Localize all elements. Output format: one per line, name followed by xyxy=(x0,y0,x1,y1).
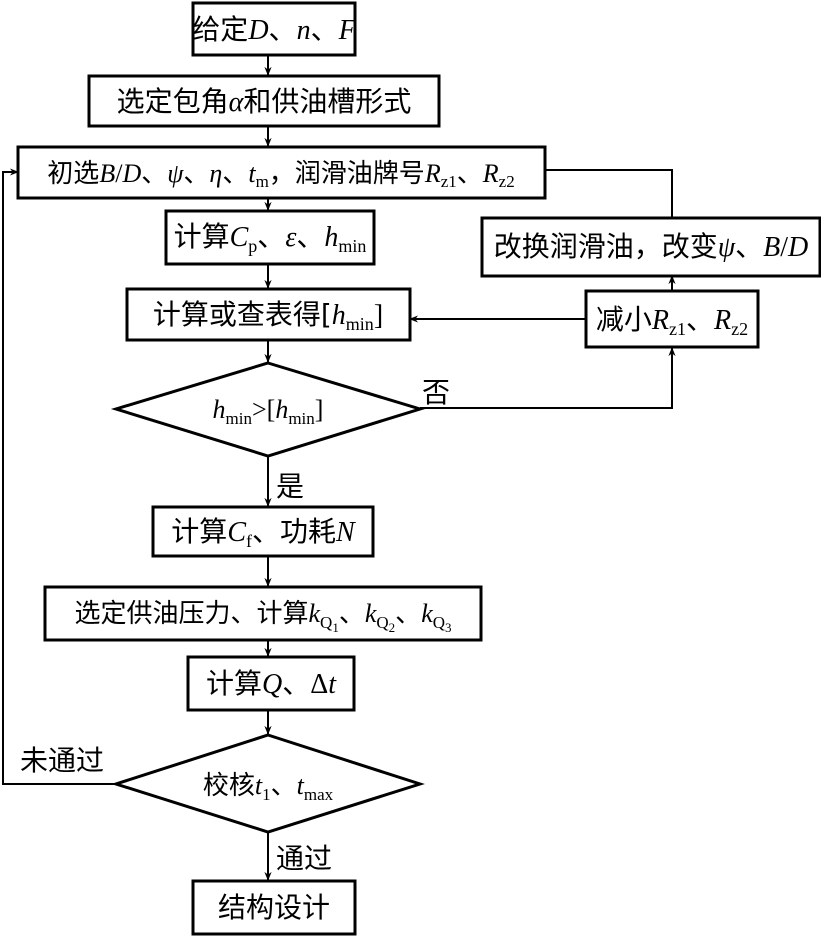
text-lookup: 计算或查表得[hmin] xyxy=(153,298,383,334)
box-calc-q xyxy=(186,655,356,712)
connectors xyxy=(2,55,676,881)
arrow-no-to-reduce xyxy=(420,347,676,409)
nodes xyxy=(16,1,821,936)
label-fail: 未通过 xyxy=(20,744,104,777)
text-calc-q: 计算Q、Δt xyxy=(206,667,337,700)
box-initial xyxy=(16,145,547,200)
line-change-oil-to-init xyxy=(545,169,673,218)
text-pressure: 选定供油压力、计算kQ1、kQ2、kQ3 xyxy=(74,599,451,635)
label-yes: 是 xyxy=(276,470,304,503)
text-given: 给定D、n、F xyxy=(192,13,356,46)
node-labels: 给定D、n、F 选定包角α和供油槽形式 初选B/D、ψ、η、tm，润滑油牌号Rz… xyxy=(47,13,808,924)
box-calc-cf xyxy=(151,505,375,558)
label-no: 否 xyxy=(422,376,450,409)
diamond-check xyxy=(111,733,425,834)
text-decision-check: 校核t1、tmax xyxy=(203,771,334,804)
box-reduce xyxy=(584,289,760,349)
text-calc-cf: 计算Cf、功耗N xyxy=(171,515,356,551)
box-lookup xyxy=(125,287,412,342)
box-change-oil xyxy=(480,216,821,278)
text-calc-cp: 计算Cp、ε、hmin xyxy=(174,220,367,256)
box-calc-cp xyxy=(164,209,376,266)
text-decision-hmin: hmin>[hmin] xyxy=(213,395,324,428)
arrow-fail-loop xyxy=(2,168,120,785)
text-change-oil: 改换润滑油，改变ψ、B/D xyxy=(494,230,809,263)
box-design xyxy=(191,879,357,936)
text-reduce: 减小Rz1、Rz2 xyxy=(596,303,748,339)
box-pressure xyxy=(43,585,483,642)
text-wrap-angle: 选定包角α和供油槽形式 xyxy=(117,85,412,118)
box-given xyxy=(191,1,357,57)
text-design: 结构设计 xyxy=(218,891,330,924)
box-wrap-angle xyxy=(87,74,441,128)
label-pass: 通过 xyxy=(276,842,332,875)
edge-labels: 否 是 未通过 通过 xyxy=(20,376,450,875)
text-initial: 初选B/D、ψ、η、tm，润滑油牌号Rz1、Rz2 xyxy=(47,159,514,191)
diamond-hmin xyxy=(110,361,426,458)
